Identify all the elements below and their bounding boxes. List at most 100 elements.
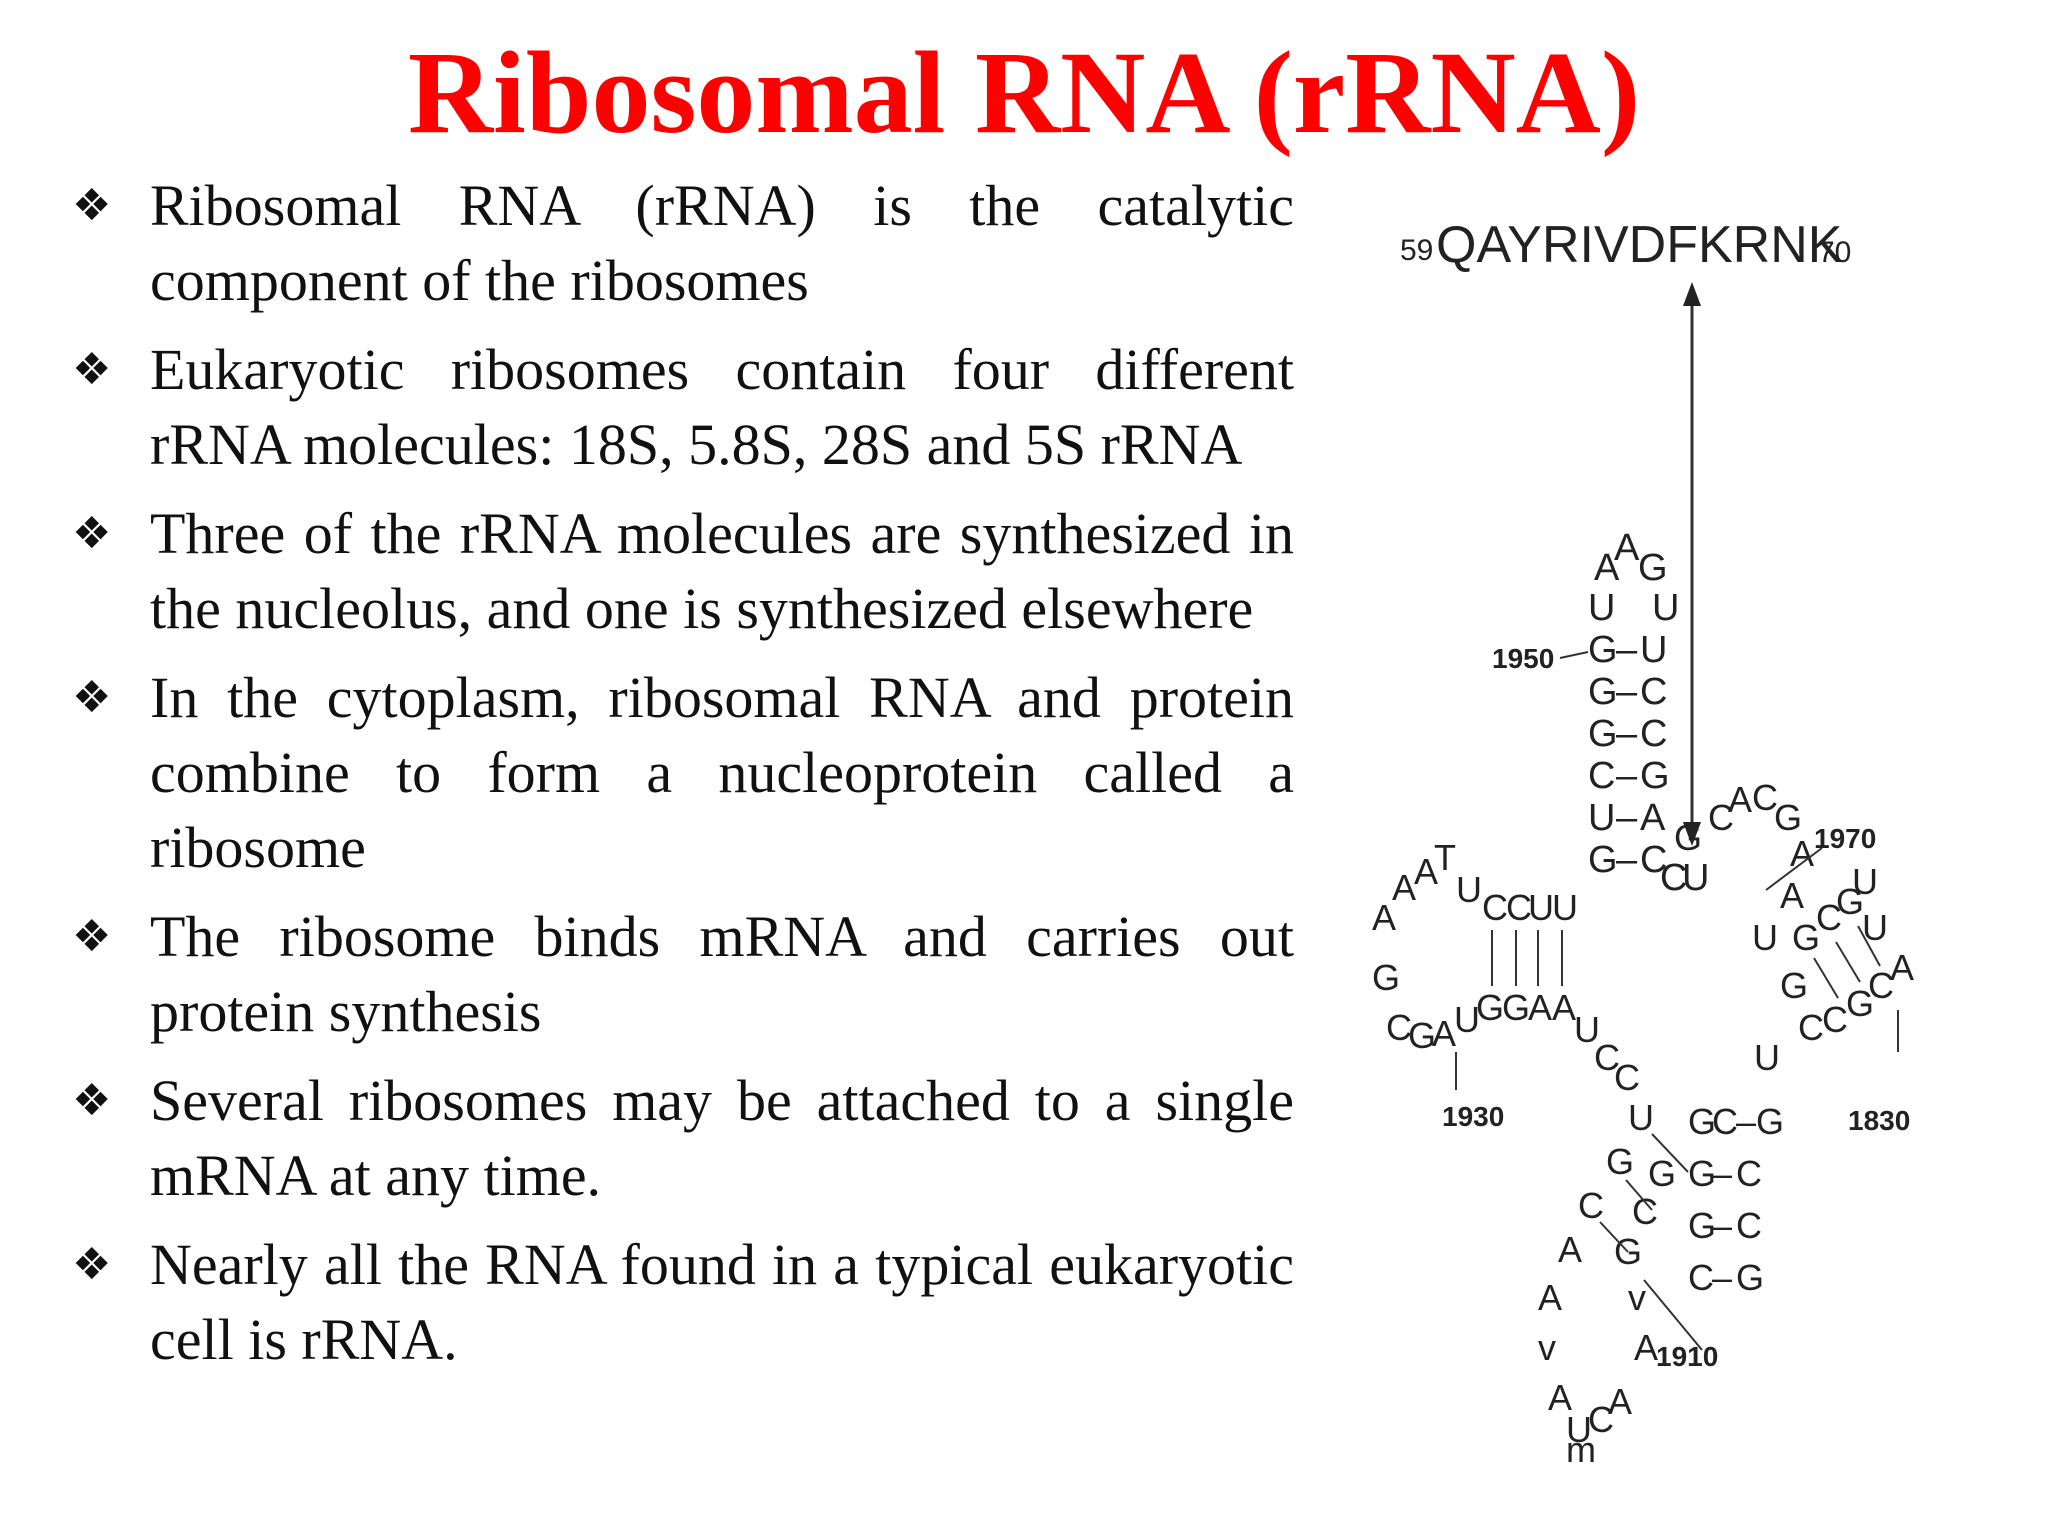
- right-loop-base-pairs: [1765, 847, 1899, 1052]
- svg-text:G: G: [1836, 881, 1864, 922]
- svg-text:A: A: [1890, 947, 1914, 988]
- svg-text:v: v: [1628, 1277, 1646, 1318]
- svg-text:A: A: [1634, 1327, 1658, 1368]
- svg-text:C: C: [1386, 1007, 1412, 1048]
- svg-text:U: U: [1682, 857, 1709, 899]
- bullet-text: Three of the rRNA molecules are synthesi…: [150, 501, 1294, 641]
- svg-text:G: G: [1774, 797, 1802, 838]
- svg-text:U: U: [1588, 797, 1615, 839]
- bullet-list: ❖Ribosomal RNA (rRNA) is the catalytic c…: [72, 168, 1294, 1391]
- svg-text:G: G: [1688, 1205, 1716, 1246]
- svg-text:A: A: [1372, 897, 1396, 938]
- four-diamond-bullet-icon: ❖: [72, 1239, 112, 1290]
- svg-text:G: G: [1502, 987, 1530, 1028]
- svg-text:C: C: [1736, 1205, 1762, 1246]
- svg-text:–: –: [1712, 1153, 1732, 1194]
- svg-text:G: G: [1688, 1101, 1716, 1142]
- svg-text:T: T: [1434, 837, 1456, 878]
- position-label-1950: 1950: [1492, 643, 1554, 674]
- svg-text:C: C: [1578, 1185, 1604, 1226]
- svg-text:C: C: [1822, 999, 1848, 1040]
- svg-text:G: G: [1756, 1101, 1784, 1142]
- svg-text:C: C: [1736, 1153, 1762, 1194]
- svg-text:–: –: [1616, 629, 1638, 671]
- svg-text:U: U: [1566, 1409, 1592, 1450]
- position-label-1830: 1830: [1848, 1105, 1910, 1136]
- bullet-item: ❖ In the cytoplasm, ribosomal RNA and pro…: [72, 660, 1294, 885]
- svg-text:U: U: [1528, 887, 1554, 928]
- svg-text:C: C: [1752, 777, 1778, 818]
- svg-text:C: C: [1798, 1007, 1824, 1048]
- position-label-1910: 1910: [1656, 1341, 1718, 1372]
- svg-text:G: G: [1638, 547, 1668, 589]
- svg-text:–: –: [1616, 713, 1638, 755]
- svg-text:U: U: [1852, 861, 1878, 902]
- bullet-text: In the cytoplasm, ribosomal RNA and prot…: [150, 665, 1294, 880]
- four-diamond-bullet-icon: ❖: [72, 672, 112, 723]
- svg-text:G: G: [1588, 629, 1618, 671]
- four-diamond-bullet-icon: ❖: [72, 911, 112, 962]
- left-loop-base-pairs: [1455, 930, 1563, 1090]
- svg-text:C: C: [1594, 1037, 1620, 1078]
- svg-text:G: G: [1780, 965, 1808, 1006]
- bullet-item: ❖The ribosome binds mRNA and carries out…: [72, 899, 1294, 1049]
- svg-text:A: A: [1640, 797, 1666, 839]
- peptide-end-number: 70: [1818, 236, 1851, 269]
- svg-text:A: A: [1392, 867, 1416, 908]
- svg-text:G: G: [1588, 839, 1618, 881]
- svg-text:A: A: [1608, 1381, 1632, 1422]
- bullet-item: ❖Eukaryotic ribosomes contain four diffe…: [72, 332, 1294, 482]
- four-diamond-bullet-icon: ❖: [72, 180, 112, 231]
- svg-text:U: U: [1652, 587, 1679, 629]
- svg-text:A: A: [1552, 987, 1576, 1028]
- position-label-1930: 1930: [1442, 1101, 1504, 1132]
- svg-text:C: C: [1640, 839, 1667, 881]
- svg-text:C: C: [1632, 1191, 1658, 1232]
- svg-text:C: C: [1708, 797, 1734, 838]
- svg-text:A: A: [1558, 1229, 1582, 1270]
- svg-text:G: G: [1408, 1015, 1436, 1056]
- svg-text:A: A: [1414, 851, 1438, 892]
- slide-title: Ribosomal RNA (rRNA): [407, 27, 1641, 158]
- svg-text:U: U: [1640, 629, 1667, 671]
- svg-text:C: C: [1640, 713, 1667, 755]
- svg-text:G: G: [1588, 713, 1618, 755]
- svg-text:–: –: [1616, 671, 1638, 713]
- svg-text:G: G: [1688, 1153, 1716, 1194]
- svg-text:A: A: [1728, 779, 1752, 820]
- svg-text:–: –: [1616, 839, 1638, 881]
- position-label-1970: 1970: [1814, 823, 1876, 854]
- svg-text:G: G: [1792, 917, 1820, 958]
- svg-text:–: –: [1736, 1101, 1756, 1142]
- svg-text:C: C: [1688, 1257, 1714, 1298]
- four-diamond-bullet-icon: ❖: [72, 508, 112, 559]
- svg-text:A: A: [1528, 987, 1552, 1028]
- svg-text:A: A: [1432, 1013, 1456, 1054]
- svg-text:U: U: [1454, 999, 1480, 1040]
- svg-text:C: C: [1588, 1399, 1614, 1440]
- svg-text:U: U: [1754, 1037, 1780, 1078]
- svg-text:–: –: [1712, 1205, 1732, 1246]
- four-diamond-bullet-icon: ❖: [72, 344, 112, 395]
- svg-text:G: G: [1476, 987, 1504, 1028]
- svg-text:A: A: [1780, 875, 1804, 916]
- svg-text:U: U: [1588, 587, 1615, 629]
- svg-text:–: –: [1616, 755, 1638, 797]
- bullet-item: ❖ Nearly all the RNA found in a typical e…: [72, 1227, 1294, 1377]
- bullet-text: Several ribosomes may be attached to a s…: [150, 1068, 1294, 1208]
- svg-text:m: m: [1566, 1429, 1596, 1470]
- bullet-text: Nearly all the RNA found in a typical eu…: [150, 1232, 1294, 1372]
- svg-text:C: C: [1482, 887, 1508, 928]
- svg-text:U: U: [1552, 887, 1578, 928]
- svg-text:U: U: [1574, 1009, 1600, 1050]
- bullet-item: ❖Ribosomal RNA (rRNA) is the catalytic c…: [72, 168, 1294, 318]
- peptide-start-number: 59: [1400, 234, 1433, 267]
- svg-text:A: A: [1614, 527, 1640, 569]
- svg-text:C: C: [1640, 671, 1667, 713]
- svg-text:G: G: [1846, 983, 1874, 1024]
